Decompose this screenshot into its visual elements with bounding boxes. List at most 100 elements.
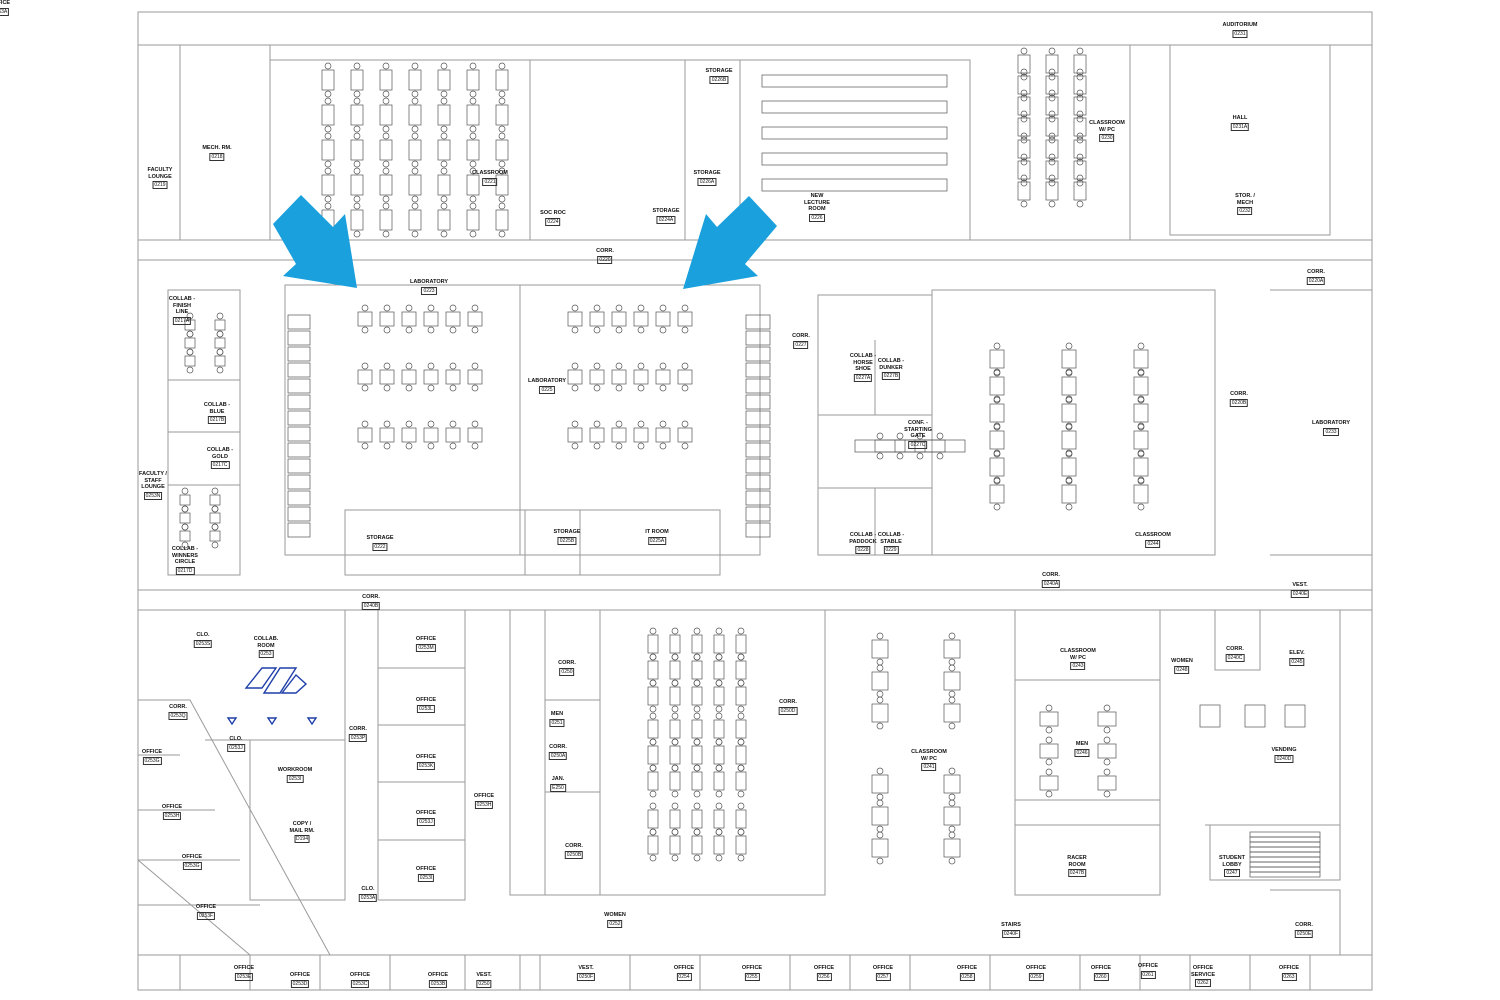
room-name: MEN <box>1075 741 1089 747</box>
room-number: 0220B <box>1229 398 1249 407</box>
room-number: 0240D <box>1274 754 1294 763</box>
room-number: 0231A <box>1230 122 1250 131</box>
room-number: 0253P <box>348 733 368 742</box>
room-name: JAN. <box>551 776 565 782</box>
room-number: 0251 <box>549 718 565 727</box>
room-name: IT ROOM <box>645 529 669 535</box>
room-name: STORAGE <box>705 68 733 74</box>
room-number: 0243 <box>1070 662 1086 670</box>
room-label: CLO.0253S <box>193 632 213 648</box>
room-number: 0233 <box>1323 427 1339 436</box>
room-name: MECH. RM. <box>202 145 232 151</box>
room-number: 0250A <box>548 751 568 760</box>
room-name: STORAGE <box>553 529 581 535</box>
room-number: 0228 <box>855 546 871 554</box>
room-number: 0225B <box>557 536 577 545</box>
room-name: CLASSROOM W/ PC <box>1089 120 1125 133</box>
room-name: STORAGE <box>366 535 394 541</box>
room-label: CORR.0240C <box>1225 646 1245 662</box>
room-number: 0250B <box>564 850 584 859</box>
room-name: RACER ROOM <box>1067 855 1087 868</box>
room-label: CORR.0253P <box>348 726 368 742</box>
room-number: 0220 <box>597 255 613 264</box>
room-name: COLLAB - WINNERS CIRCLE <box>171 546 199 565</box>
room-number: 0218 <box>209 152 225 161</box>
room-number: 0253C <box>350 979 370 988</box>
room-label: VEST.0250F <box>576 965 596 981</box>
room-number: 0241 <box>921 763 937 771</box>
room-name: CORR. <box>596 248 614 254</box>
room-number: 0253A <box>358 893 378 902</box>
room-label: CORR.0220 <box>596 248 614 264</box>
room-name: OFFICE SERVICE <box>1190 965 1216 978</box>
room-name: CLO. <box>361 886 375 892</box>
room-name: CORR. <box>349 726 367 732</box>
room-name: COLLAB. ROOM <box>253 636 279 649</box>
room-number: 0240C <box>1225 653 1245 662</box>
room-label: COPY / MAIL RM.D194 <box>290 821 314 843</box>
room-name: MEN <box>550 711 564 717</box>
room-number: 0227 <box>793 340 809 349</box>
room-number: 0253H <box>474 800 494 809</box>
room-label: CORR.0240A <box>1041 572 1061 588</box>
room-label: ELEV.0245 <box>1289 650 1305 666</box>
room-name: WOMEN <box>1171 658 1193 664</box>
room-name: STUDENT LOBBY <box>1219 855 1245 868</box>
room-label: CORR.0220A <box>1306 269 1326 285</box>
room-number: 0217B <box>207 416 227 424</box>
room-name: OFFICE <box>673 965 695 971</box>
room-number: 0248 <box>1174 665 1190 674</box>
room-number: 0227C <box>908 440 928 449</box>
room-name: OFFICE <box>741 965 763 971</box>
room-name: CORR. <box>362 594 380 600</box>
room-name: VEST. <box>1292 582 1308 588</box>
room-name: FACULTY / STAFF LOUNGE <box>139 471 167 490</box>
room-name: CORR. <box>792 333 810 339</box>
room-name: CLASSROOM <box>472 170 508 176</box>
room-number: 0219 <box>152 181 168 189</box>
room-label: CORR.0250 <box>558 660 576 676</box>
room-name: LABORATORY <box>1311 420 1351 426</box>
room-number: 0227B <box>881 372 901 380</box>
room-number: 0261 <box>1140 970 1156 979</box>
room-name: OFFICE <box>181 854 203 860</box>
room-number: 0253N <box>143 491 163 500</box>
room-number: 0217A <box>172 316 192 325</box>
room-name: CLO. <box>196 632 210 638</box>
room-name: OFFICE <box>956 965 978 971</box>
room-name: CORR. <box>1295 922 1313 928</box>
room-number: 0221 <box>482 177 498 186</box>
room-number: 0253L <box>417 704 435 713</box>
room-name: OFFICE <box>1278 965 1300 971</box>
room-number: 0253K <box>416 761 436 770</box>
room-name: OFFICE <box>161 804 183 810</box>
room-number: 0250 <box>559 667 575 676</box>
room-name: STORAGE <box>693 170 721 176</box>
room-number: 0225A <box>647 536 667 545</box>
walls <box>137 11 1373 991</box>
room-label: CORR.0250D <box>778 699 798 715</box>
room-number: 0240B <box>361 601 381 610</box>
room-name: LABORATORY <box>527 378 567 384</box>
room-number: 0253D <box>290 979 310 988</box>
room-number: 0263A <box>0 7 10 16</box>
